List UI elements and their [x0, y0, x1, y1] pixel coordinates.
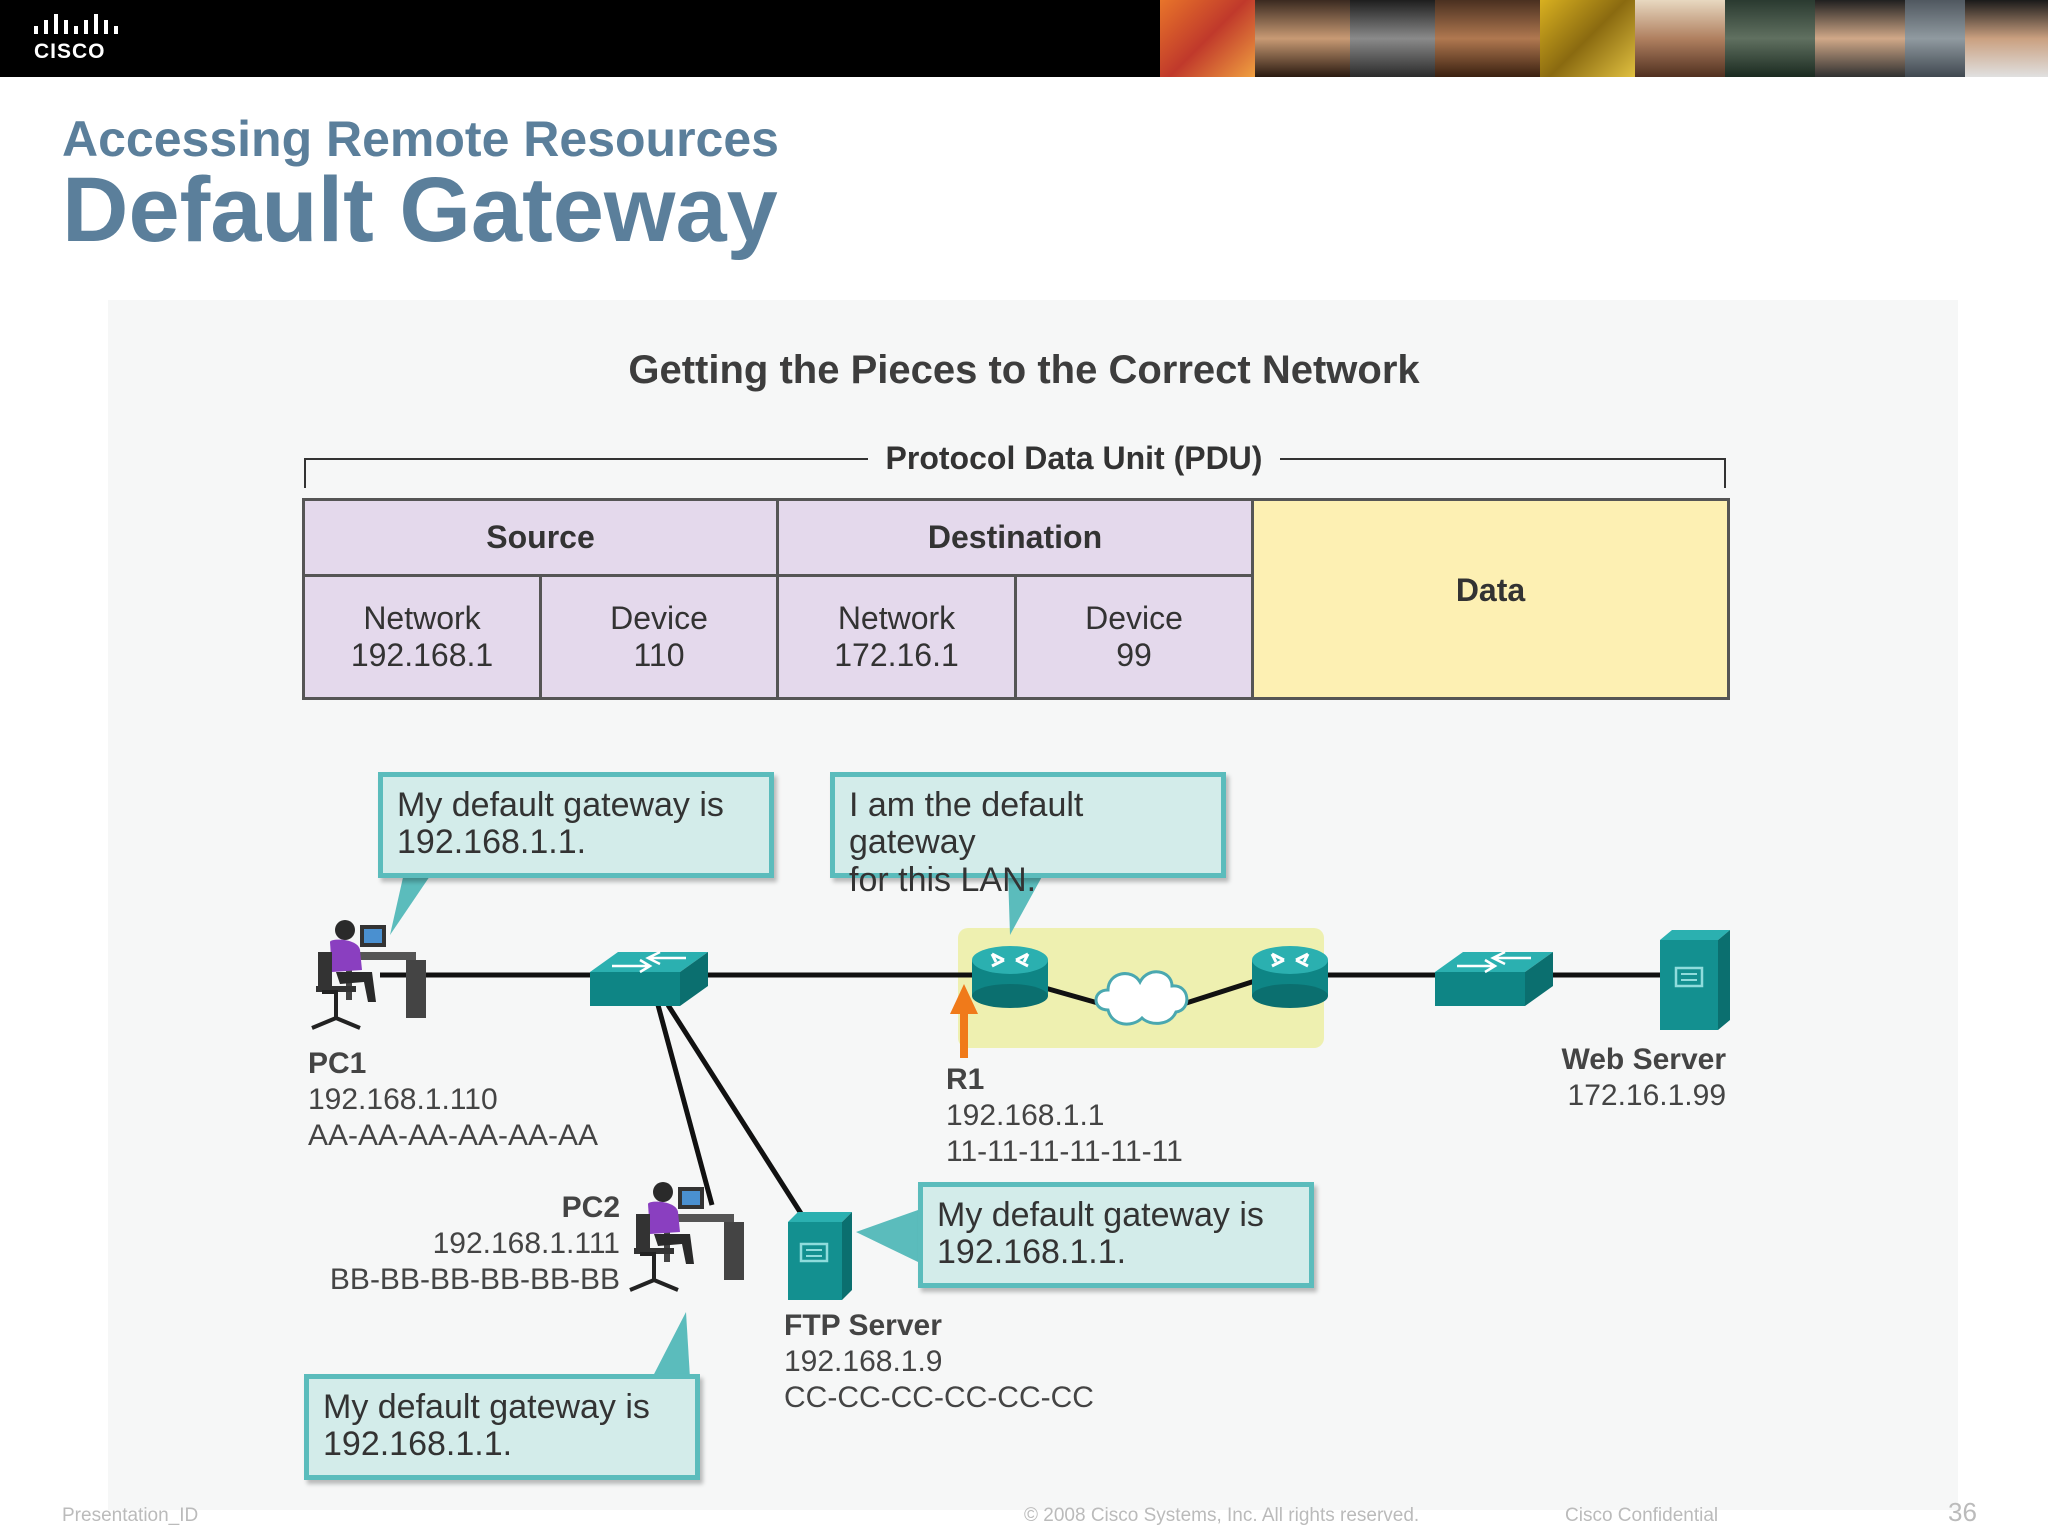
bubble-pointer [652, 1312, 690, 1378]
ftp-server-label: FTP Server 192.168.1.9 CC-CC-CC-CC-CC-CC [784, 1309, 1094, 1414]
router-icon [1252, 946, 1328, 1008]
copyright: © 2008 Cisco Systems, Inc. All rights re… [1024, 1505, 1420, 1526]
pc1-label: PC1 192.168.1.110 AA-AA-AA-AA-AA-AA [308, 1047, 599, 1152]
page-number: 36 [1948, 1497, 1977, 1527]
pc-user-icon [311, 920, 426, 1030]
pdu-source-header: Source [305, 501, 779, 577]
pdu-label: Protocol Data Unit (PDU) [0, 440, 2048, 477]
pdu-destination-header: Destination [779, 501, 1254, 577]
bubble-pointer [1008, 873, 1044, 935]
cisco-logo: CISCO [32, 14, 122, 64]
slide-subtitle: Accessing Remote Resources [62, 111, 779, 167]
presentation-id: Presentation_ID [62, 1505, 199, 1526]
link-switch-ftp [665, 1003, 805, 1217]
pdu-data: Data [1254, 501, 1727, 697]
people-photo-strip [1160, 0, 2048, 77]
header-bar: CISCO [0, 0, 2048, 77]
bubble-pointer [390, 873, 432, 935]
pc2-label: PC2 192.168.1.111 BB-BB-BB-BB-BB-BB [329, 1191, 620, 1296]
slide-title: Default Gateway [62, 159, 778, 261]
server-icon [788, 1212, 852, 1300]
arrow-up-icon [950, 984, 978, 1058]
cloud-icon [1094, 970, 1189, 1026]
switch-icon [590, 950, 708, 1006]
switch-icon [1435, 950, 1553, 1006]
bubble-pointer [856, 1210, 918, 1262]
r1-label: R1 192.168.1.1 11-11-11-11-11-11 [946, 1063, 1183, 1168]
confidential-label: Cisco Confidential [1565, 1505, 1719, 1526]
web-server-label: Web Server 172.16.1.99 [1561, 1043, 1726, 1112]
router-icon [972, 946, 1048, 1008]
link-cloud-r2 [1179, 977, 1259, 1008]
diagram-title: Getting the Pieces to the Correct Networ… [628, 348, 1420, 392]
pc-user-icon [629, 1182, 744, 1292]
link-switch-pc2 [655, 1004, 715, 1206]
server-icon [1660, 930, 1730, 1030]
